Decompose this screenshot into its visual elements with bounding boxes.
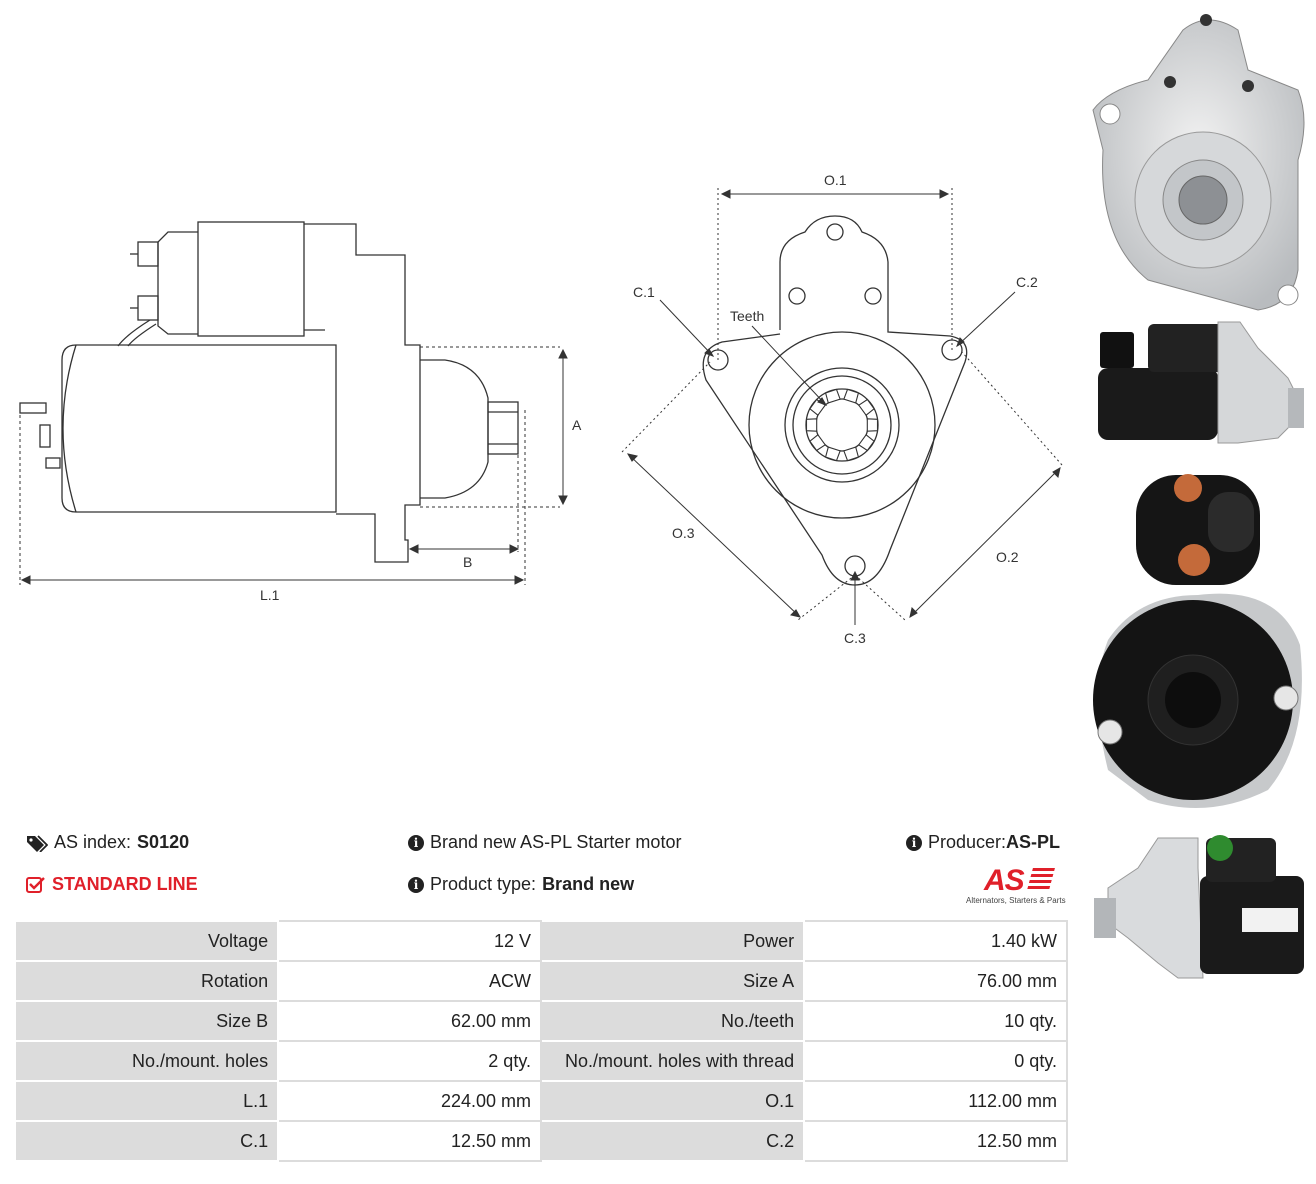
spec-label: O.1 [539,1080,806,1122]
spec-value: 0 qty. [803,1040,1068,1082]
spec-label: No./mount. holes [13,1040,280,1082]
pinion-tooth [824,446,841,462]
label-o3: O.3 [672,525,695,541]
label-c3: C.3 [844,630,866,646]
tag-icon [27,834,48,852]
info-icon: i [408,834,424,851]
front-view-drawing: O.1 C.1 C.2 Teeth O.3 O.2 C.3 [621,172,1063,646]
logo-tagline: Alternators, Starters & Parts [966,896,1066,905]
spec-value: 224.00 mm [277,1080,542,1122]
spec-label: No./mount. holes with thread [539,1040,806,1082]
front-flange-photo [1092,14,1305,311]
label-o1: O.1 [824,172,847,188]
spec-value: 1.40 kW [803,920,1068,962]
pinion-tooth [805,418,818,432]
spec-label: No./teeth [539,1000,806,1042]
logo-stripes [1027,868,1055,890]
producer-label: Producer: [928,832,1007,852]
label-a: A [572,417,582,433]
spec-label: Size A [539,960,806,1002]
spec-value: 76.00 mm [803,960,1068,1002]
as-index-row: AS index: S0120 [26,832,189,853]
info-icon: i [906,834,922,851]
producer-value: AS-PL [1006,832,1061,852]
pinion-tooth [809,434,826,452]
product-type-row: i Product type: Brand new [408,874,634,895]
spec-value: 12.50 mm [277,1120,542,1162]
spec-value: 112.00 mm [803,1080,1068,1122]
logo-mark: AS [984,864,1025,897]
info-icon: i [408,876,424,893]
label-o2: O.2 [996,549,1019,565]
label-teeth: Teeth [730,308,764,324]
standard-line-row: STANDARD LINE [26,874,198,895]
spec-value: 2 qty. [277,1040,542,1082]
label-c2: C.2 [1016,274,1038,290]
standard-line-label: STANDARD LINE [52,874,198,894]
spec-label: C.1 [13,1120,280,1162]
label-c1: C.1 [633,284,655,300]
pinion-tooth [824,388,841,404]
pinion-tooth [858,398,875,416]
producer-row: i Producer: AS-PL [906,832,1060,853]
product-type-value: Brand new [542,874,635,894]
spec-label: Rotation [13,960,280,1002]
pinion-tooth [866,418,879,432]
spec-label: Voltage [13,920,280,962]
spec-value: 62.00 mm [277,1000,542,1042]
side-photo-large [1094,835,1304,979]
spec-label: Power [539,920,806,962]
label-b: B [463,554,472,570]
as-index-label: AS index: [54,832,132,852]
as-pl-logo: AS Alternators, Starters & Parts [966,864,1068,908]
product-type-label: Product type: [430,874,537,894]
spec-label: C.2 [539,1120,806,1162]
spec-value: ACW [277,960,542,1002]
side-photo-small [1098,321,1304,444]
pinion-tooth [843,446,860,462]
side-view-drawing: A B L.1 [19,221,582,603]
spec-label: L.1 [13,1080,280,1122]
spec-value: 10 qty. [803,1000,1068,1042]
rear-photo [1093,474,1302,808]
label-l1: L.1 [260,587,280,603]
as-index-value: S0120 [137,832,190,852]
pinion-tooth [858,434,875,452]
checkbox-icon [26,876,45,893]
description-row: i Brand new AS-PL Starter motor [408,832,681,853]
spec-value: 12.50 mm [803,1120,1068,1162]
pinion-teeth [805,388,879,462]
spec-value: 12 V [277,920,542,962]
spec-label: Size B [13,1000,280,1042]
pinion-tooth [843,388,860,404]
description-text: Brand new AS-PL Starter motor [430,832,682,852]
